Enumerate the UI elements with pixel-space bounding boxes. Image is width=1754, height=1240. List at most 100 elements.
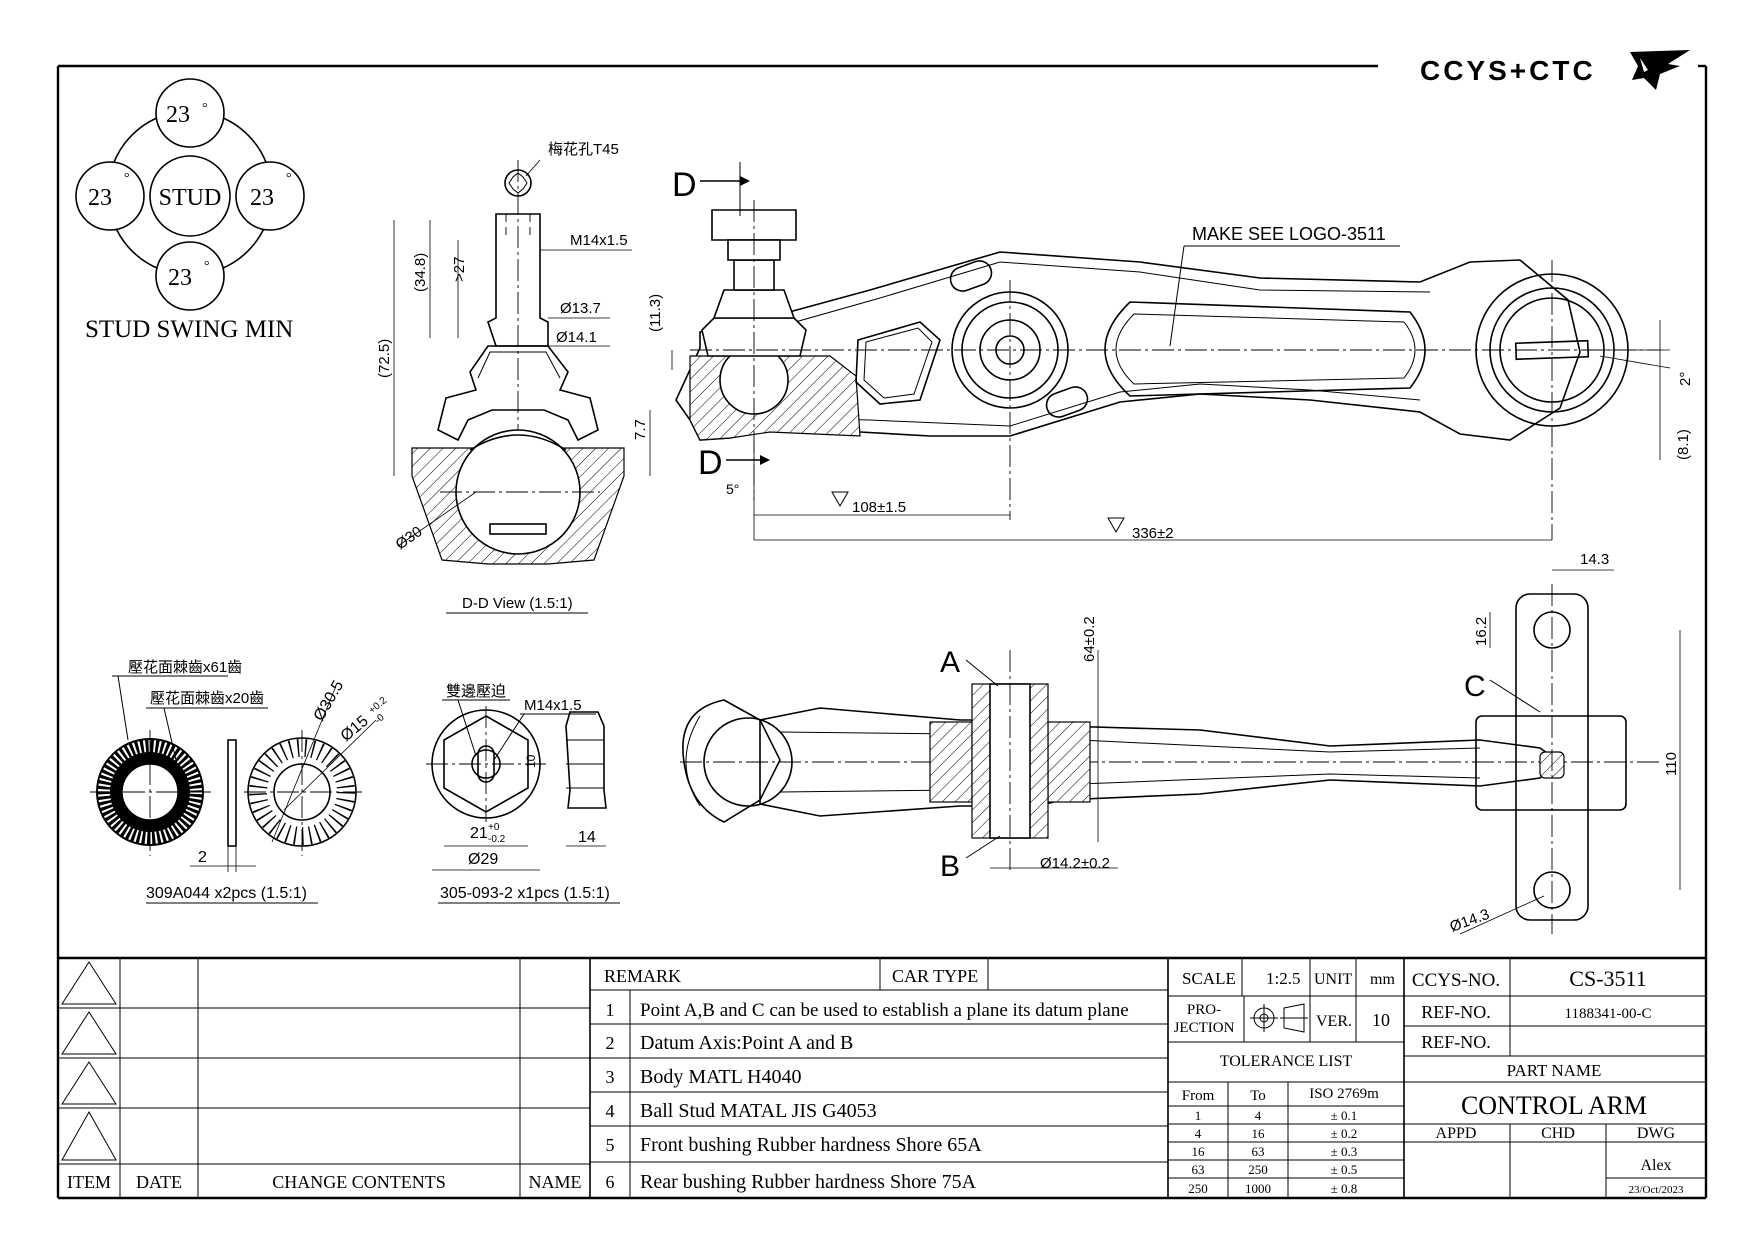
- drawing-text: CAR TYPE: [892, 966, 978, 986]
- part-number: CS-3511: [1569, 966, 1646, 991]
- drawing-text: M14x1.5: [524, 697, 582, 714]
- drawing-text: 1188341-00-C: [1565, 1006, 1652, 1022]
- drawing-text: APPD: [1436, 1125, 1477, 1142]
- drawing-text: JECTION: [1174, 1020, 1235, 1036]
- title-block: CCYS-NO. CS-3511 REF-NO. 1188341-00-C RE…: [1404, 958, 1706, 1198]
- drawing-text: (8.1): [1675, 429, 1692, 460]
- drawing-text: Front bushing Rubber hardness Shore 65A: [640, 1134, 982, 1156]
- drawing-text: Ø30.5: [311, 678, 348, 724]
- drawing-text: REF-NO.: [1421, 1032, 1491, 1052]
- point-a-label: A: [940, 646, 960, 679]
- drawing-text: Rear bushing Rubber hardness Shore 75A: [640, 1171, 977, 1193]
- drawing-text: ± 0.2: [1331, 1126, 1358, 1141]
- drawing-text: ITEM: [67, 1172, 111, 1192]
- nut-label: 305-093-2 x1pcs (1.5:1): [440, 885, 610, 902]
- drawing-text: 108±1.5: [852, 499, 906, 516]
- drawing-text: 3: [606, 1067, 615, 1087]
- drawing-text: 1: [1195, 1108, 1202, 1123]
- drawing-text: REMARK: [604, 966, 681, 986]
- drawing-text: 64±0.2: [1081, 616, 1098, 662]
- washer-label: 309A044 x2pcs (1.5:1): [146, 885, 307, 902]
- drawing-text: Ø30: [393, 523, 426, 553]
- drawing-text: Ø29: [468, 851, 498, 868]
- drawing-text: 23/Oct/2023: [1629, 1184, 1684, 1196]
- drawing-text: 雙邊壓迫: [446, 683, 506, 700]
- drawing-text: +0: [488, 822, 500, 833]
- drawing-text: 250: [1248, 1162, 1268, 1177]
- drawing-text: °: [286, 171, 292, 186]
- drawing-text: TOLERANCE LIST: [1220, 1053, 1353, 1070]
- drawing-text: DWG: [1637, 1125, 1676, 1142]
- drawing-text: 4: [1195, 1126, 1202, 1141]
- swing-angle-left: 23: [88, 185, 112, 211]
- drawing-text: 16: [1192, 1144, 1206, 1159]
- drawing-text: 壓花面棘齒x61齒: [128, 659, 242, 676]
- swing-angle-bottom: 23: [168, 265, 192, 291]
- drawing-text: 4: [1255, 1108, 1262, 1123]
- stud-center-label: STUD: [159, 185, 222, 211]
- revision-triangles: [61, 961, 117, 1161]
- tolerance-block: SCALE 1:2.5 UNIT mm PRO- JECTION VER. 10…: [1168, 958, 1405, 1198]
- drawing-text: Point A,B and C can be used to establish…: [640, 1000, 1129, 1021]
- drawing-text: PRO-: [1187, 1002, 1221, 1018]
- drawing-text: 7.7: [632, 419, 649, 440]
- drawing-text: Body MATL H4040: [640, 1066, 801, 1088]
- drawing-text: (34.8): [412, 253, 429, 292]
- drawing-text: °: [204, 259, 210, 274]
- point-c-label: C: [1464, 670, 1486, 703]
- drawing-text: Ø14.2±0.2: [1040, 855, 1110, 872]
- point-b-label: B: [940, 850, 960, 883]
- drawing-text: (72.5): [376, 339, 393, 378]
- drawing-text: 10: [524, 754, 538, 768]
- control-arm-top-view: D D MAKE SEE LOGO-3511 (11.3) 5° 108±1.5…: [647, 162, 1694, 542]
- drawing-text: 63: [1192, 1162, 1205, 1177]
- drawing-text: 110: [1663, 752, 1680, 776]
- drawing-text: To: [1250, 1088, 1266, 1104]
- drawing-border: [56, 64, 1708, 1200]
- drawing-text: 336±2: [1132, 525, 1174, 542]
- drawing-text: ± 0.1: [1331, 1108, 1358, 1123]
- drawing-text: 16: [1252, 1126, 1266, 1141]
- drawing-text: Ø14.3: [1448, 906, 1492, 936]
- drawing-text: mm: [1370, 971, 1395, 988]
- drawing-text: Alex: [1640, 1157, 1671, 1174]
- drawing-text: Ø14.1: [556, 329, 597, 346]
- drawing-text: CHANGE CONTENTS: [272, 1172, 446, 1192]
- part-name: CONTROL ARM: [1461, 1091, 1647, 1120]
- projection-symbol-icon: [1250, 1003, 1308, 1033]
- stud-swing-title: STUD SWING MIN: [85, 316, 293, 343]
- drawing-text: 21: [470, 825, 488, 842]
- swing-angle-right: 23: [250, 185, 274, 211]
- drawing-text: 5: [606, 1135, 615, 1155]
- control-arm-bottom-view: A B C 64±0.2 Ø14.2±0.2 14.3 16.2 110 Ø14…: [680, 551, 1681, 936]
- drawing-text: (11.3): [647, 294, 664, 332]
- dd-section-view: 梅花孔T45 M14x1.5 Ø13.7 Ø14.1 >27 (34.8) (7…: [376, 141, 651, 614]
- drawing-text: UNIT: [1314, 971, 1352, 988]
- drawing-text: Ø13.7: [560, 300, 601, 317]
- drawing-text: VER.: [1316, 1013, 1352, 1030]
- drawing-text: ± 0.3: [1331, 1144, 1358, 1159]
- drawing-text: 250: [1188, 1181, 1208, 1196]
- drawing-text: ± 0.8: [1331, 1181, 1358, 1196]
- remarks-table: REMARK CAR TYPE 1 Point A,B and C can be…: [590, 958, 1169, 1198]
- drawing-text: 63: [1252, 1144, 1265, 1159]
- drawing-text: PART NAME: [1507, 1061, 1602, 1080]
- drawing-text: 1000: [1245, 1181, 1271, 1196]
- drawing-text: 2°: [1677, 372, 1694, 386]
- logo-note: MAKE SEE LOGO-3511: [1192, 224, 1386, 244]
- drawing-text: 4: [606, 1101, 615, 1121]
- revision-table: ITEM DATE CHANGE CONTENTS NAME: [58, 958, 591, 1198]
- drawing-text: ISO 2769m: [1309, 1086, 1379, 1102]
- drawing-text: DATE: [136, 1172, 182, 1192]
- section-mark-d-bottom: D: [698, 444, 723, 482]
- drawing-text: NAME: [529, 1172, 582, 1192]
- drawing-text: 壓花面棘齒x20齒: [150, 690, 264, 707]
- drawing-text: 2: [198, 849, 207, 866]
- drawing-text: 16.2: [1473, 617, 1490, 646]
- drawing-text: Datum Axis:Point A and B: [640, 1032, 853, 1054]
- dd-thread-dim: M14x1.5: [570, 232, 628, 249]
- drawing-text: 2: [606, 1033, 615, 1053]
- washer-view: 壓花面棘齒x61齒 壓花面棘齒x20齒 Ø30.5 Ø15 +0.2 -0 2 …: [90, 659, 389, 904]
- drawing-text: CCYS-NO.: [1412, 970, 1500, 991]
